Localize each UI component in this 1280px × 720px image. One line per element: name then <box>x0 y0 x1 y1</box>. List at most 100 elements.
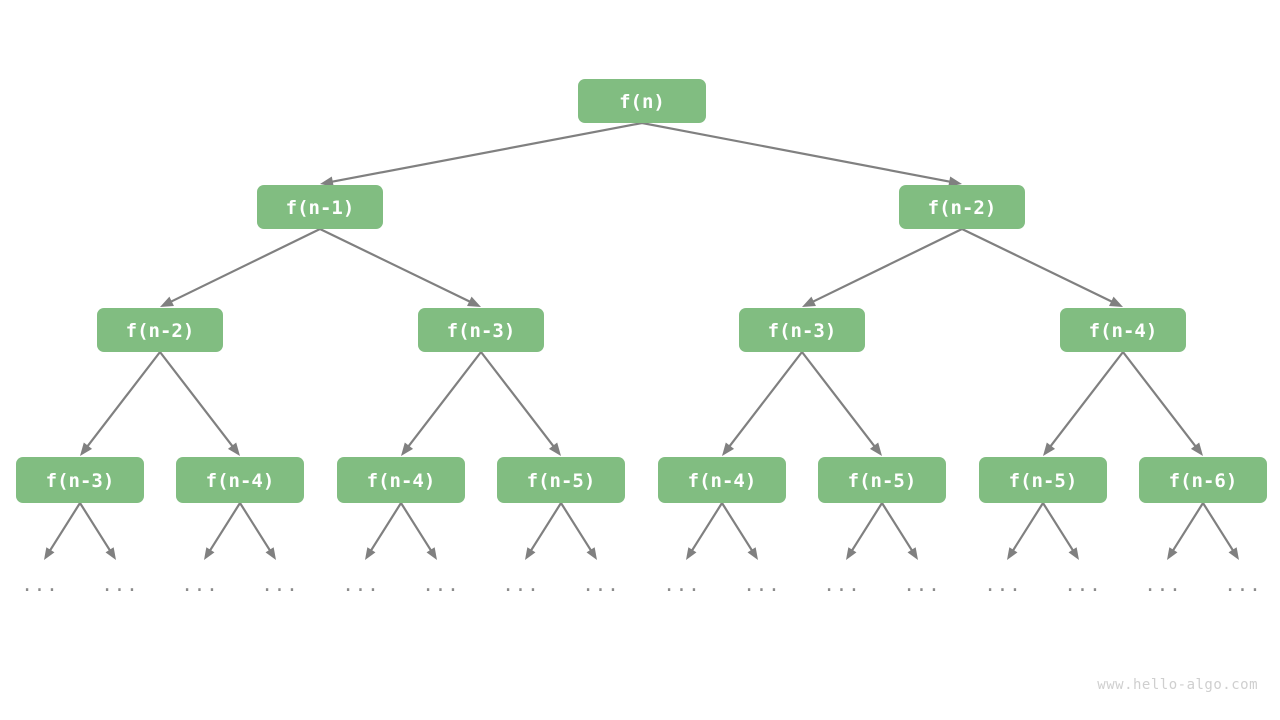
edge-n5-to-n12-head <box>869 442 882 456</box>
node-label: f(n-5) <box>848 470 917 492</box>
tree-node-n5[interactable]: f(n-3) <box>739 308 865 352</box>
ellipsis-layer: ........................................… <box>21 574 1261 596</box>
ellipsis-label-15: ... <box>1224 574 1261 596</box>
edge-n5-to-n11-head <box>722 442 735 456</box>
ellipsis-label-14: ... <box>1144 574 1181 596</box>
stub-arrow-12-head <box>1007 547 1018 560</box>
node-label: f(n-5) <box>527 470 596 492</box>
tree-node-n11[interactable]: f(n-4) <box>658 457 786 503</box>
node-label: f(n-2) <box>928 197 997 219</box>
stub-arrow-12 <box>1007 501 1045 560</box>
edge-n5-to-n11-shaft <box>727 350 804 449</box>
tree-node-n6[interactable]: f(n-4) <box>1060 308 1186 352</box>
stub-arrow-8 <box>686 501 724 560</box>
edge-n5-to-n11 <box>722 350 804 456</box>
stub-arrow-13-shaft <box>1041 501 1075 553</box>
stub-arrow-4 <box>365 501 403 560</box>
edges-layer <box>80 121 1203 456</box>
node-label: f(n-3) <box>768 320 837 342</box>
stub-arrow-11-shaft <box>880 501 914 553</box>
edge-n1-to-n4 <box>318 227 481 307</box>
stub-arrow-9-head <box>747 547 758 560</box>
stub-arrow-6 <box>525 501 563 560</box>
stub-arrow-3-shaft <box>238 501 272 553</box>
edge-n4-to-n10 <box>479 350 561 456</box>
edge-n3-to-n7 <box>80 350 162 456</box>
edge-n3-to-n7-head <box>80 442 93 456</box>
ellipsis-stubs-layer <box>44 501 1239 560</box>
stub-arrow-15 <box>1201 501 1239 560</box>
stub-arrow-8-shaft <box>690 501 724 553</box>
stub-arrow-14-head <box>1167 547 1178 560</box>
tree-node-n4[interactable]: f(n-3) <box>418 308 544 352</box>
node-box <box>1139 457 1267 503</box>
tree-node-n13[interactable]: f(n-5) <box>979 457 1107 503</box>
tree-node-n1[interactable]: f(n-1) <box>257 185 383 229</box>
edge-n1-to-n3-head <box>160 296 174 307</box>
edge-n6-to-n14 <box>1121 350 1203 456</box>
node-label: f(n-4) <box>206 470 275 492</box>
edge-n0-to-n1-head <box>320 176 334 187</box>
edge-n2-to-n6-shaft <box>960 227 1115 304</box>
stub-arrow-1 <box>78 501 116 560</box>
ellipsis-label-13: ... <box>1064 574 1101 596</box>
stub-arrow-3-head <box>265 547 276 560</box>
ellipsis-label-10: ... <box>823 574 860 596</box>
node-label: f(n-1) <box>286 197 355 219</box>
node-label: f(n-4) <box>367 470 436 492</box>
stub-arrow-8-head <box>686 547 697 560</box>
stub-arrow-11 <box>880 501 918 560</box>
stub-arrow-7-shaft <box>559 501 593 553</box>
node-box <box>418 308 544 352</box>
node-box <box>337 457 465 503</box>
stub-arrow-11-head <box>907 547 918 560</box>
ellipsis-label-0: ... <box>21 574 58 596</box>
stub-arrow-9-shaft <box>720 501 754 553</box>
edge-n4-to-n9-shaft <box>406 350 483 449</box>
edge-n3-to-n8-head <box>227 442 240 456</box>
node-box <box>97 308 223 352</box>
stub-arrow-0 <box>44 501 82 560</box>
tree-node-n9[interactable]: f(n-4) <box>337 457 465 503</box>
edge-n4-to-n9-head <box>401 442 414 456</box>
edge-n5-to-n12 <box>800 350 882 456</box>
stub-arrow-4-shaft <box>369 501 403 553</box>
tree-node-n14[interactable]: f(n-6) <box>1139 457 1267 503</box>
stub-arrow-5 <box>399 501 437 560</box>
node-label: f(n-3) <box>447 320 516 342</box>
stub-arrow-1-head <box>105 547 116 560</box>
edge-n0-to-n2-shaft <box>640 121 953 184</box>
node-label: f(n-3) <box>46 470 115 492</box>
stub-arrow-5-shaft <box>399 501 433 553</box>
node-label: f(n-5) <box>1009 470 1078 492</box>
tree-node-n8[interactable]: f(n-4) <box>176 457 304 503</box>
edge-n1-to-n3 <box>160 227 322 307</box>
tree-node-n10[interactable]: f(n-5) <box>497 457 625 503</box>
ellipsis-label-11: ... <box>903 574 940 596</box>
tree-node-n0[interactable]: f(n) <box>578 79 706 123</box>
ellipsis-label-4: ... <box>342 574 379 596</box>
stub-arrow-12-shaft <box>1011 501 1045 553</box>
stub-arrow-2-head <box>204 547 215 560</box>
tree-node-n3[interactable]: f(n-2) <box>97 308 223 352</box>
stub-arrow-3 <box>238 501 276 560</box>
tree-node-n2[interactable]: f(n-2) <box>899 185 1025 229</box>
tree-node-n12[interactable]: f(n-5) <box>818 457 946 503</box>
node-box <box>979 457 1107 503</box>
node-box <box>1060 308 1186 352</box>
edge-n0-to-n2-head <box>948 176 962 187</box>
stub-arrow-7 <box>559 501 597 560</box>
tree-node-n7[interactable]: f(n-3) <box>16 457 144 503</box>
node-box <box>257 185 383 229</box>
watermark-label: www.hello-algo.com <box>1097 677 1258 693</box>
stub-arrow-15-head <box>1228 547 1239 560</box>
edge-n4-to-n10-head <box>548 442 561 456</box>
edge-n2-to-n6 <box>960 227 1123 307</box>
stub-arrow-13 <box>1041 501 1079 560</box>
stub-arrow-15-shaft <box>1201 501 1235 553</box>
stub-arrow-7-head <box>586 547 597 560</box>
edge-n6-to-n14-shaft <box>1121 350 1198 449</box>
ellipsis-label-3: ... <box>261 574 298 596</box>
